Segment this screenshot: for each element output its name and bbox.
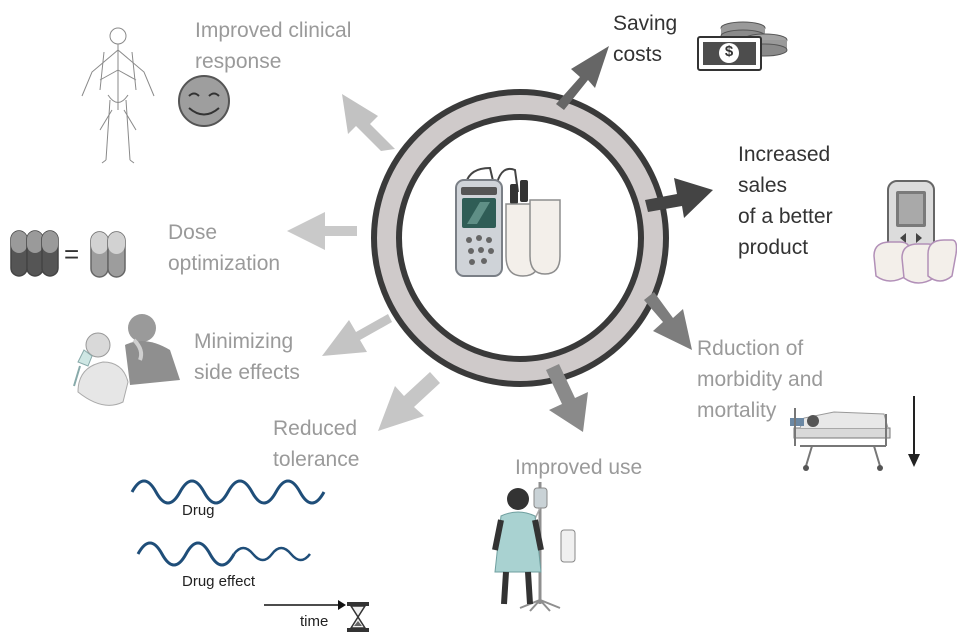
label-line: morbidity and [697,368,824,391]
money-icon [697,21,788,71]
label-line: tolerance [273,448,360,471]
drug-wave-icon [130,479,326,505]
pills-low-dose-icon [90,231,126,278]
label-reduced-tolerance: Reduced tolerance [273,413,359,475]
nervous-system-body-icon [81,27,155,164]
arrow-to-costs [556,46,609,110]
arrow-to-side-effects [322,314,392,356]
patient-iv-icon [492,482,576,612]
label-drug-effect: Drug effect [182,573,256,590]
label-line: side effects [194,361,300,384]
label-line: Rduction of [697,337,804,360]
label-line: response [195,50,282,73]
arrow-to-dose [287,212,357,250]
patients-side-effects-icon [73,314,180,406]
label-reduction-morbidity-mortality: Rduction of morbidity and mortality [697,333,823,426]
label-line: costs [613,43,663,66]
label-line: Reduced [273,417,358,440]
label-increased-sales: Increased sales of a better product [738,139,833,263]
label-line: product [738,236,809,259]
label-improved-clinical-response: Improved clinical response [195,15,351,77]
label-line: optimization [168,252,281,275]
analyzer-device-icon [455,166,561,277]
dollar-sign: $ [724,43,734,60]
smiley-face-icon [178,75,230,127]
label-line: sales [738,174,788,197]
label-line: Improved use [515,456,643,479]
label-dose-optimization: Dose optimization [168,217,280,279]
handheld-device-icon [873,180,957,284]
label-line: Improved clinical [195,19,352,42]
hourglass-icon [347,602,369,632]
label-line: mortality [697,399,777,422]
time-arrow [264,600,346,610]
arrow-to-morbidity [644,292,692,350]
label-time: time [300,613,329,630]
label-minimizing-side-effects: Minimizing side effects [194,326,300,388]
arrow-to-tolerance [378,372,440,431]
label-saving-costs: Saving costs [613,8,677,70]
label-line: Dose [168,221,218,244]
arrow-to-improved-use [546,364,588,432]
drug-effect-wave-icon [136,541,311,567]
label-line: Saving [613,12,678,35]
label-line: Minimizing [194,330,294,353]
label-improved-use: Improved use [515,452,642,483]
down-arrow-icon [908,396,920,467]
label-line: Increased [738,143,831,166]
label-line: of a better [738,205,833,228]
pills-high-dose-icon [10,230,59,277]
hospital-bed-icon [790,408,891,471]
arrow-to-clinical-response [342,94,395,151]
equals-sign: = [64,239,80,269]
label-drug: Drug [182,502,215,519]
arrow-to-sales [645,178,713,218]
